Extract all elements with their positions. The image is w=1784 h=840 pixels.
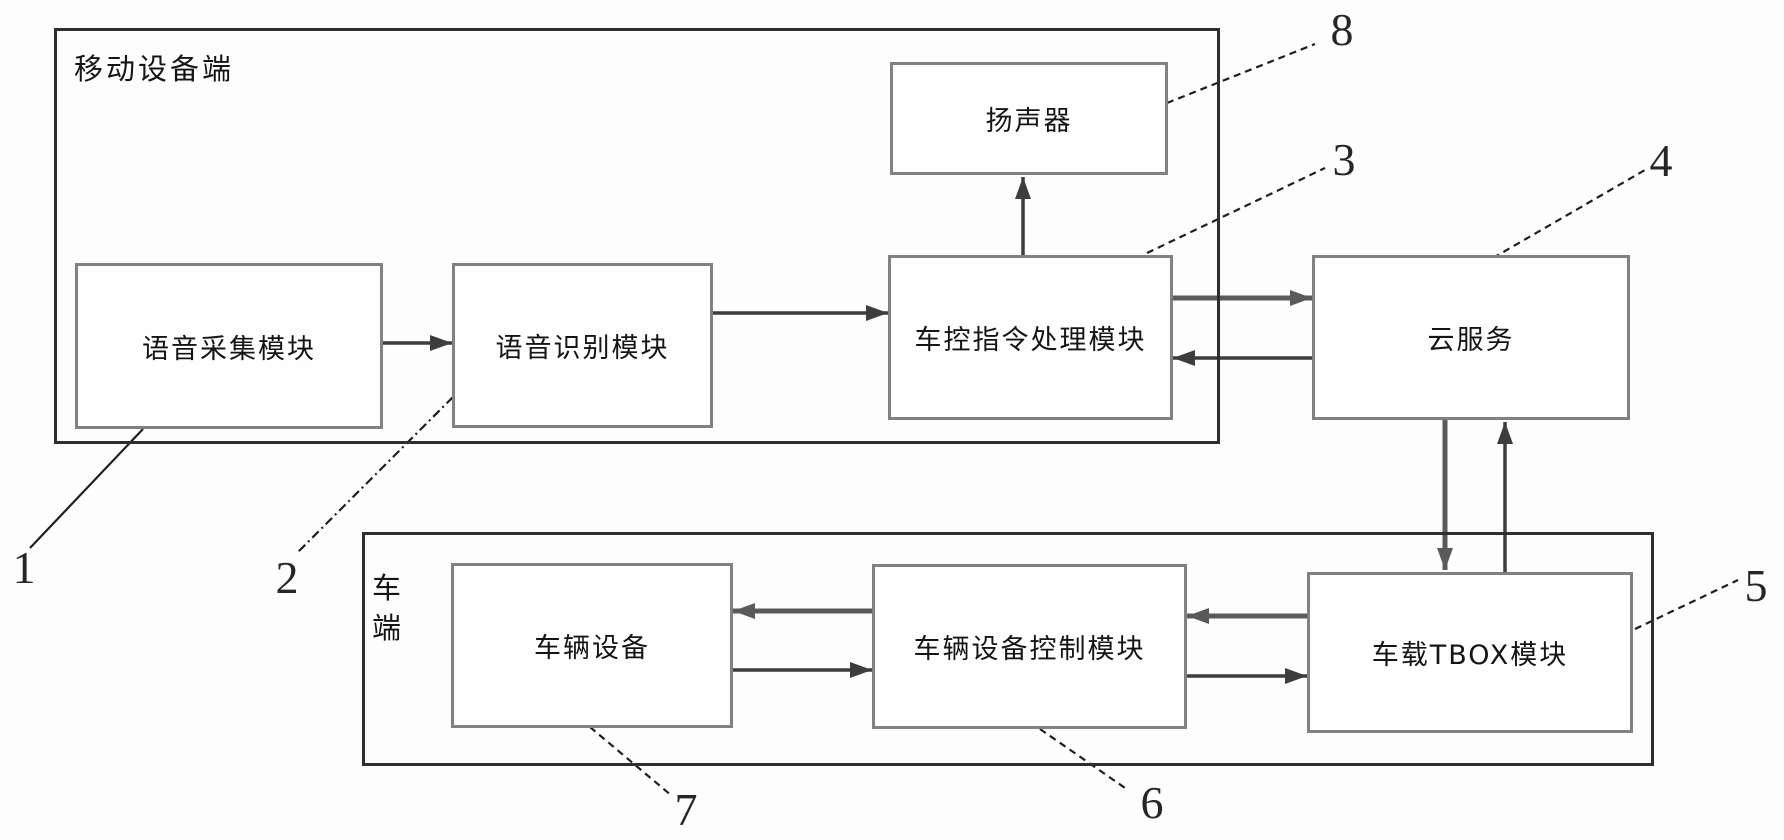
ref-numeral-8: 8 — [1330, 4, 1354, 55]
mobile-device-container — [54, 28, 1220, 444]
ref-numeral-1: 1 — [12, 542, 36, 593]
cloud-service-label: 云服务 — [1427, 325, 1515, 356]
leader-6 — [1039, 728, 1129, 791]
ref-numeral-3: 3 — [1332, 134, 1356, 185]
vehicle-device-box: 车辆设备 — [451, 563, 733, 728]
voice-capture-module-box: 语音采集模块 — [75, 263, 383, 429]
cloud-service-box: 云服务 — [1312, 255, 1630, 420]
leader-2 — [297, 396, 454, 553]
vehicle-device-label: 车辆设备 — [534, 633, 650, 664]
command-processing-module-label: 车控指令处理模块 — [914, 325, 1147, 356]
leader-1 — [29, 428, 144, 549]
voice-recognition-module-box: 语音识别模块 — [452, 263, 713, 428]
leader-8 — [1166, 42, 1316, 105]
ref-numeral-6: 6 — [1140, 777, 1164, 828]
voice-capture-module-label: 语音采集模块 — [142, 333, 316, 365]
ref-numeral-7: 7 — [674, 784, 698, 835]
tbox-module-label: 车载TBOX模块 — [1371, 640, 1569, 671]
voice-recognition-module-label: 语音识别模块 — [495, 333, 670, 364]
vehicle-side-container — [362, 532, 1654, 766]
device-control-module-label: 车辆设备控制模块 — [913, 634, 1146, 665]
command-processing-module-box: 车控指令处理模块 — [888, 255, 1173, 420]
vehicle-side-container-label: 车端 — [372, 571, 402, 645]
ref-numeral-5: 5 — [1744, 560, 1768, 611]
ref-numeral-4: 4 — [1649, 135, 1673, 186]
speaker-box: 扬声器 — [890, 62, 1168, 175]
leader-4 — [1492, 169, 1646, 259]
ref-numeral-2: 2 — [275, 552, 299, 603]
tbox-module-box: 车载TBOX模块 — [1307, 572, 1633, 733]
speaker-label: 扬声器 — [985, 106, 1073, 137]
leader-7 — [589, 726, 673, 797]
mobile-device-container-label: 移动设备端 — [74, 52, 235, 86]
device-control-module-box: 车辆设备控制模块 — [872, 564, 1187, 729]
leader-3 — [1146, 167, 1326, 254]
